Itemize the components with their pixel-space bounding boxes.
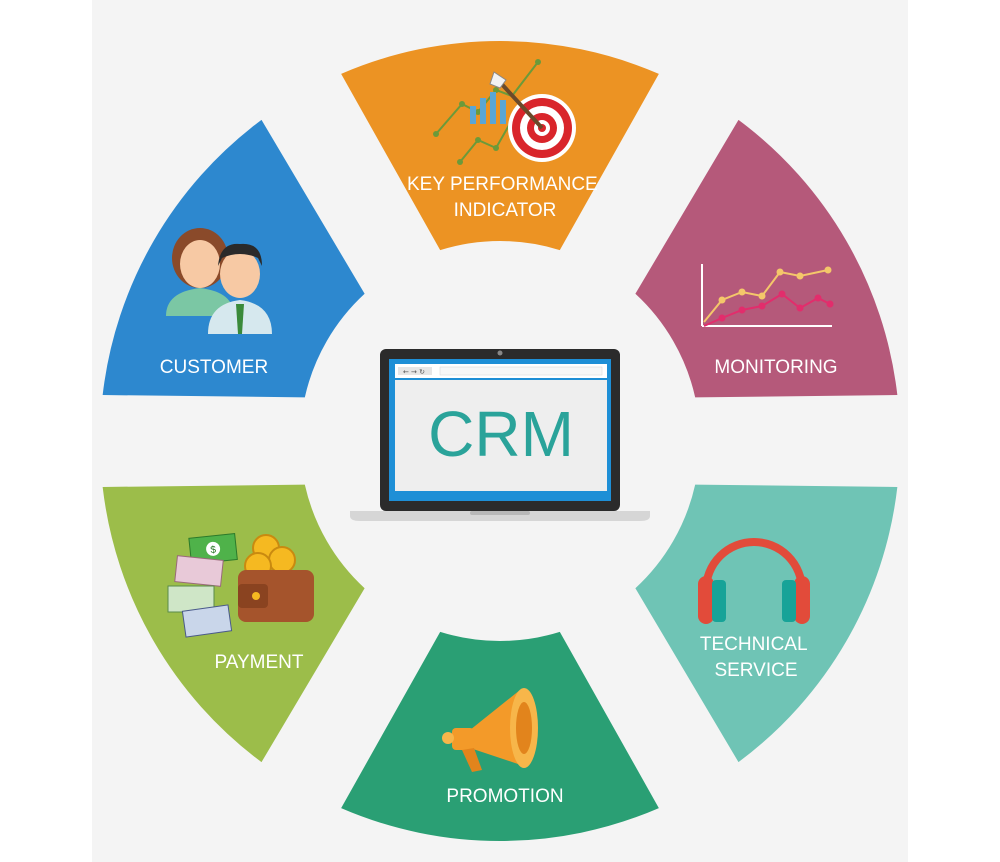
segment-labels: KEY PERFORMANCE INDICATOR MONITORING TEC… bbox=[160, 174, 838, 807]
crm-title: CRM bbox=[428, 398, 574, 470]
label-payment-line1: PAYMENT bbox=[214, 652, 303, 673]
headphones-icon bbox=[698, 538, 810, 624]
wallet-icon: $ bbox=[167, 533, 314, 638]
line-chart-icon bbox=[701, 264, 834, 327]
label-technical-service-line2: SERVICE bbox=[714, 660, 797, 681]
label-technical-service-line1: TECHNICAL bbox=[700, 634, 807, 655]
segment-technical-service bbox=[635, 484, 898, 763]
label-customer: CUSTOMER bbox=[160, 357, 268, 378]
target-icon bbox=[433, 59, 576, 165]
label-promotion-line1: PROMOTION bbox=[446, 786, 563, 807]
laptop-icon: ← → ↻ CRM bbox=[350, 349, 650, 521]
browser-nav-icon: ← → ↻ bbox=[403, 368, 425, 376]
wheel-segments bbox=[102, 41, 898, 841]
segment-kpi bbox=[341, 41, 659, 251]
svg-text:$: $ bbox=[210, 545, 217, 557]
label-payment: PAYMENT bbox=[214, 652, 303, 673]
label-kpi-line1: KEY PERFORMANCE bbox=[407, 174, 598, 195]
label-monitoring-line1: MONITORING bbox=[714, 357, 837, 378]
segment-monitoring bbox=[635, 119, 898, 398]
label-monitoring: MONITORING bbox=[714, 357, 837, 378]
label-promotion: PROMOTION bbox=[446, 786, 563, 807]
megaphone-icon bbox=[442, 688, 538, 772]
label-customer-line1: CUSTOMER bbox=[160, 357, 268, 378]
label-technical-service: TECHNICAL SERVICE bbox=[700, 634, 812, 681]
label-kpi: KEY PERFORMANCE INDICATOR bbox=[407, 174, 603, 221]
segment-payment bbox=[102, 484, 365, 763]
label-kpi-line2: INDICATOR bbox=[454, 200, 557, 221]
customers-icon bbox=[166, 228, 272, 334]
